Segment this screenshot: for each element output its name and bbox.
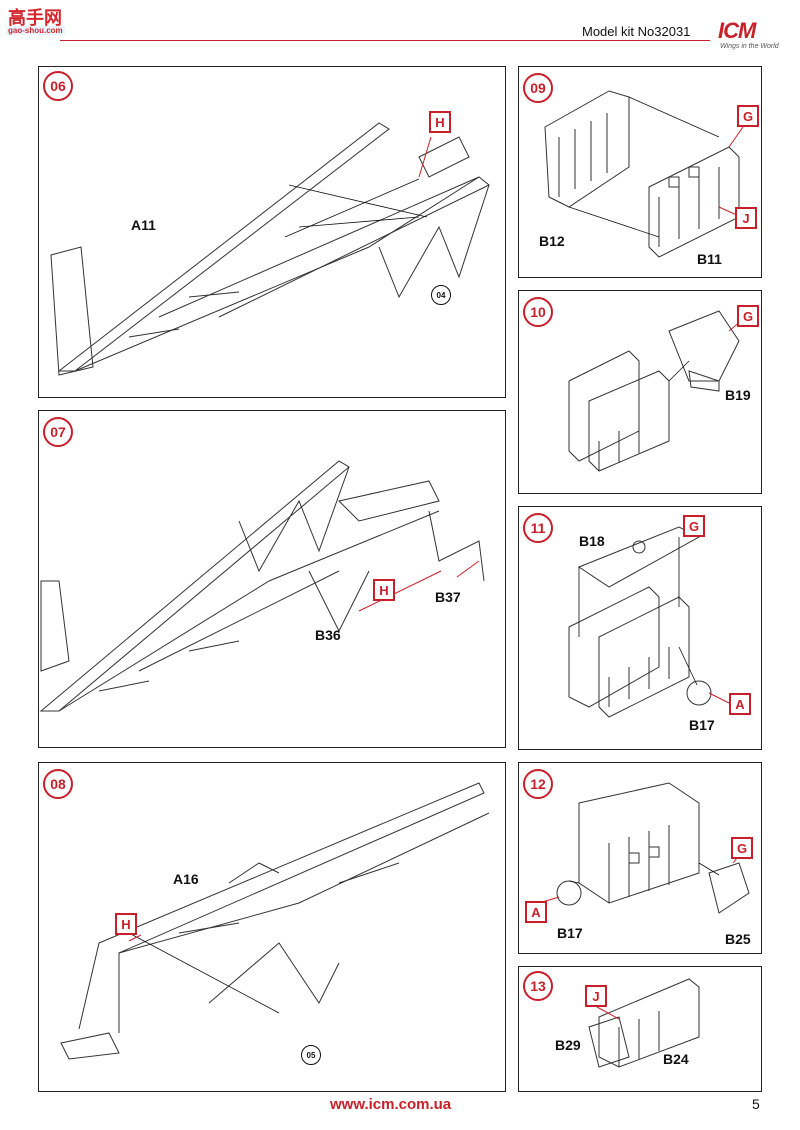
step-11-drawing — [568, 526, 730, 718]
header-divider — [60, 40, 710, 41]
color-tag: A — [525, 901, 547, 923]
part-label: A11 — [131, 217, 156, 233]
part-label: B17 — [557, 925, 583, 941]
color-tag: G — [737, 105, 759, 127]
model-kit-number: Model kit No32031 — [582, 24, 691, 39]
step-10-drawing — [568, 310, 742, 472]
page-number: 5 — [752, 1096, 760, 1112]
part-label: B24 — [663, 1051, 689, 1067]
part-label: B11 — [697, 251, 722, 267]
step-11-panel: 11 B18 G A B17 — [518, 506, 762, 750]
part-label: B36 — [315, 627, 341, 643]
step-reference-icon: 04 — [431, 285, 451, 305]
step-number: 13 — [523, 971, 553, 1001]
color-tag: G — [737, 305, 759, 327]
step-12-panel: 12 G A B17 B25 — [518, 762, 762, 954]
color-tag: H — [429, 111, 451, 133]
step-07-drawing — [39, 460, 485, 712]
part-label: B25 — [725, 931, 751, 947]
footer-website-link[interactable]: www.icm.com.ua — [330, 1096, 452, 1113]
part-label: B29 — [555, 1037, 581, 1053]
part-label: B18 — [579, 533, 605, 549]
part-label: B37 — [435, 589, 461, 605]
color-tag: J — [585, 985, 607, 1007]
part-label: B19 — [725, 387, 751, 403]
icm-logo: ICM — [718, 18, 756, 43]
step-number: 07 — [43, 417, 73, 447]
step-07-panel: 07 H B37 B36 — [38, 410, 506, 748]
color-tag: A — [729, 693, 751, 715]
color-tag: G — [683, 515, 705, 537]
step-number: 09 — [523, 73, 553, 103]
step-09-panel: 09 G J B12 B11 — [518, 66, 762, 278]
color-tag: H — [115, 913, 137, 935]
step-06-panel: 06 A11 H 04 — [38, 66, 506, 398]
step-13-drawing — [588, 978, 700, 1068]
icm-logo-tagline: Wings in the World — [720, 43, 779, 50]
part-label: A16 — [173, 871, 199, 887]
watermark-logo: 高手网 — [8, 8, 62, 28]
step-12-drawing — [538, 782, 750, 914]
step-number: 12 — [523, 769, 553, 799]
part-label: B12 — [539, 233, 565, 249]
step-13-panel: 13 J B29 B24 — [518, 966, 762, 1092]
color-tag: J — [735, 207, 757, 229]
step-number: 10 — [523, 297, 553, 327]
step-06-drawing — [50, 122, 490, 376]
step-08-drawing — [60, 782, 490, 1060]
part-label: B17 — [689, 717, 715, 733]
step-reference-icon: 05 — [301, 1045, 321, 1065]
step-number: 08 — [43, 769, 73, 799]
step-08-panel: 08 A16 H 05 — [38, 762, 506, 1092]
step-number: 06 — [43, 71, 73, 101]
step-number: 11 — [523, 513, 553, 543]
color-tag: H — [373, 579, 395, 601]
color-tag: G — [731, 837, 753, 859]
step-10-panel: 10 G B19 — [518, 290, 762, 494]
watermark-url: gao-shou.com — [6, 26, 65, 35]
